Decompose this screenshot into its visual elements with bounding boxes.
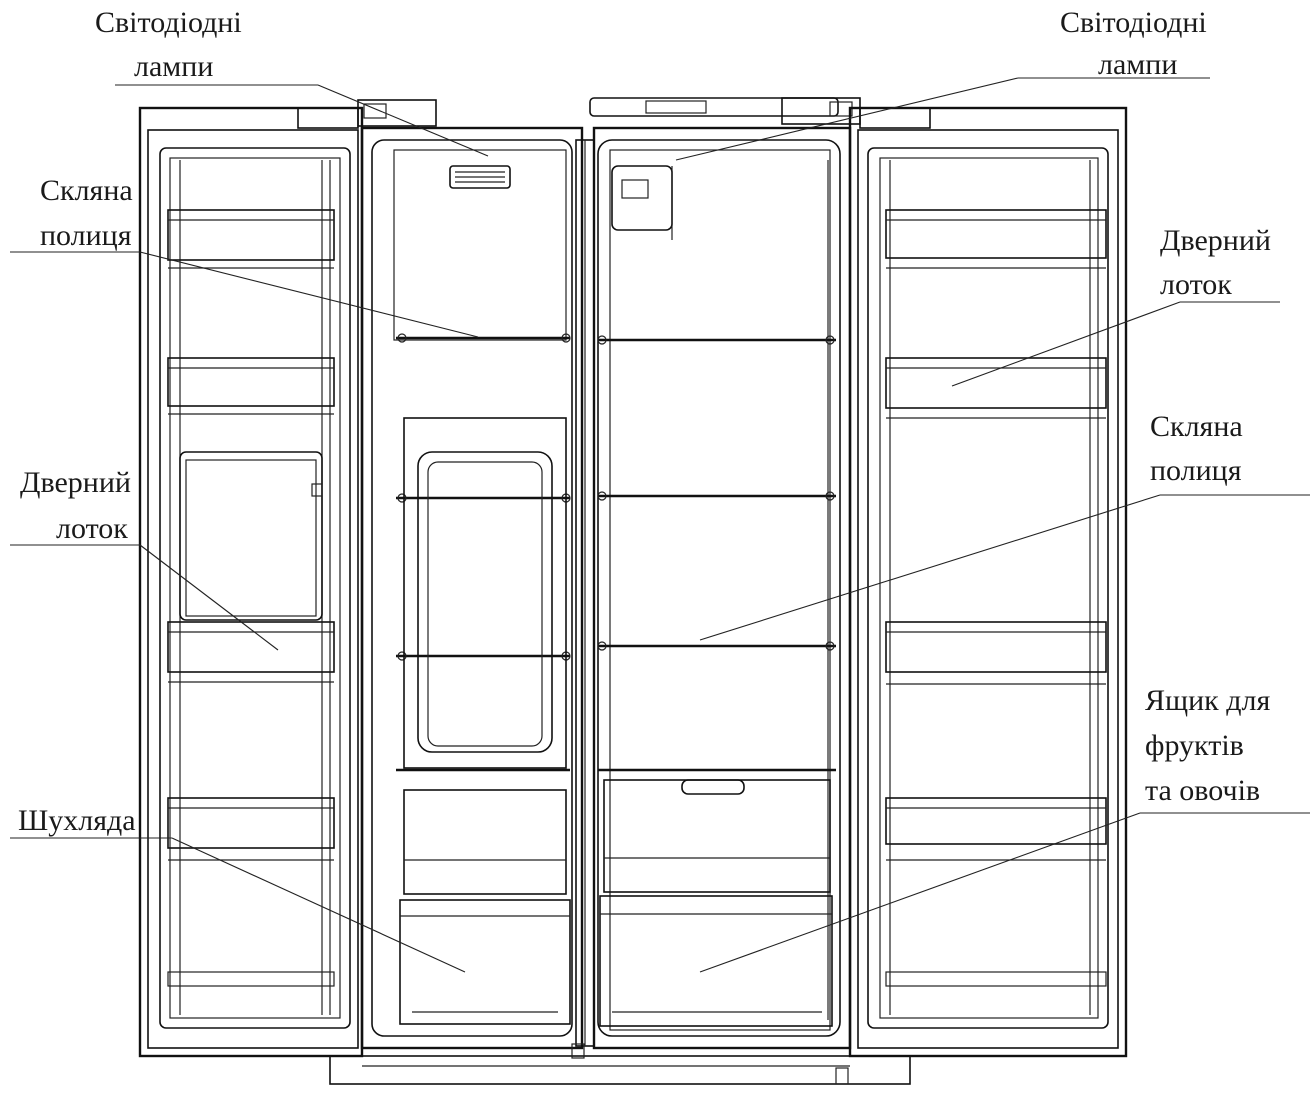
label-drawer: Шухляда <box>18 804 136 837</box>
label-crisper-1: Ящик для <box>1145 684 1270 717</box>
label-glass-shelf-left-1: Скляна <box>40 174 133 207</box>
left-door <box>138 106 364 1058</box>
center-mullion <box>575 139 595 1047</box>
freezer-compartment <box>360 126 584 1050</box>
label-door-tray-right-1: Дверний <box>1160 224 1271 257</box>
label-led-lamps-right-1: Світодіодні <box>1060 6 1207 39</box>
label-glass-shelf-left-2: полиця <box>40 219 132 252</box>
label-door-tray-right-2: лоток <box>1160 268 1232 301</box>
leader-lines <box>10 77 1310 973</box>
right-door <box>848 106 1128 1058</box>
label-led-lamps-right-2: лампи <box>1098 48 1177 81</box>
label-led-lamps-left-1: Світодіодні <box>95 6 242 39</box>
label-door-tray-left-2: лоток <box>56 512 128 545</box>
top-hinges <box>297 97 931 129</box>
label-led-lamps-left-2: лампи <box>134 50 213 83</box>
label-door-tray-left-1: Дверний <box>20 466 131 499</box>
label-glass-shelf-right-1: Скляна <box>1150 410 1243 443</box>
label-crisper-2: фруктів <box>1145 729 1244 762</box>
fridge-compartment <box>592 126 852 1050</box>
label-crisper-3: та овочів <box>1145 774 1260 807</box>
label-glass-shelf-right-2: полиця <box>1150 454 1242 487</box>
base <box>329 1043 911 1085</box>
